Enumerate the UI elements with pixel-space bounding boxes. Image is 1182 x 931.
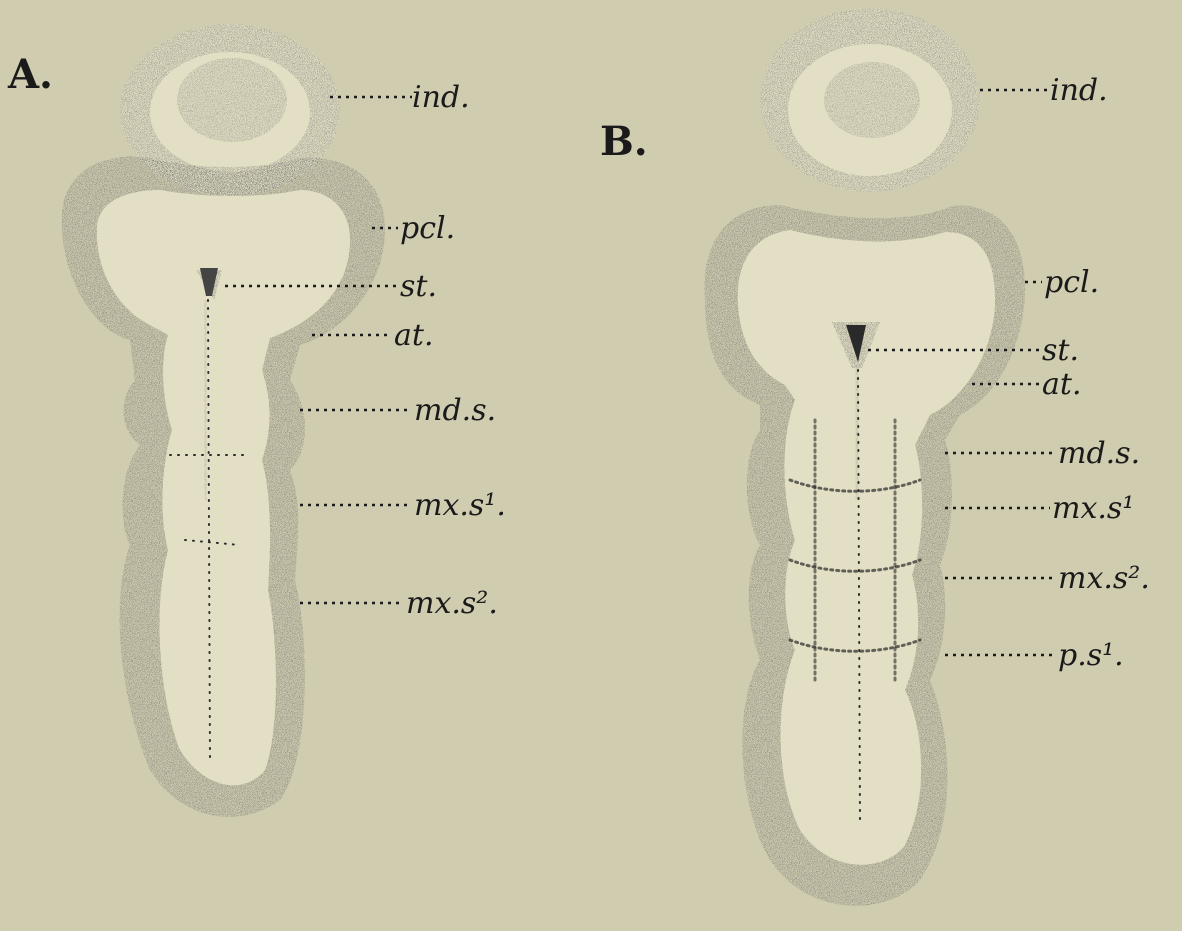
label-b-mxs1: mx.s¹ xyxy=(1052,491,1134,526)
figure-b-embryo xyxy=(704,8,1025,906)
label-b-mxs2: mx.s². xyxy=(1058,561,1150,596)
figure-b-letter: B. xyxy=(600,118,648,165)
figure-a-embryo xyxy=(62,24,385,817)
label-b-st: st. xyxy=(1042,333,1079,368)
label-b-mds: md.s. xyxy=(1058,436,1140,471)
label-a-mxs2: mx.s². xyxy=(406,586,498,621)
figure-a: A. ind. pcl. st. xyxy=(7,24,506,817)
label-b-at: at. xyxy=(1042,367,1081,402)
label-a-mxs1: mx.s¹. xyxy=(414,488,506,523)
figure-b: B. xyxy=(600,8,1150,906)
label-b-ind: ind. xyxy=(1050,73,1108,108)
label-a-at: at. xyxy=(394,318,433,353)
label-a-mds: md.s. xyxy=(414,393,496,428)
label-a-pcl: pcl. xyxy=(400,211,455,246)
label-a-st: st. xyxy=(400,269,437,304)
figure-a-letter: A. xyxy=(7,51,53,98)
label-b-ps1: p.s¹. xyxy=(1058,638,1124,673)
label-b-pcl: pcl. xyxy=(1044,265,1099,300)
label-a-ind: ind. xyxy=(412,80,470,115)
